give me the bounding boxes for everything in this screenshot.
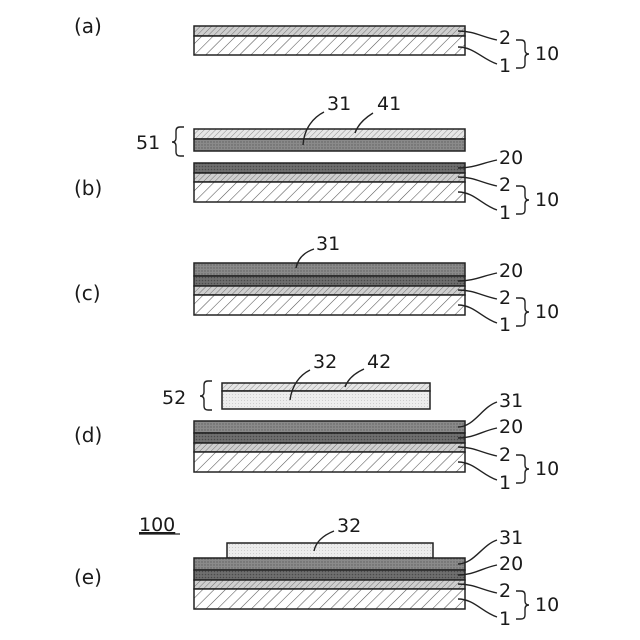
ref-2-a: 2 xyxy=(499,27,511,49)
ref-2-e: 2 xyxy=(499,580,511,602)
ref-2-d: 2 xyxy=(499,444,511,466)
ref-20-b: 20 xyxy=(499,147,523,169)
ref-2-c: 2 xyxy=(499,287,511,309)
ref-31-e: 31 xyxy=(499,527,523,549)
step-e-label: (e) xyxy=(74,565,102,589)
layer-20-d xyxy=(194,433,465,443)
ref-1-a: 1 xyxy=(499,55,511,77)
ref-20-c: 20 xyxy=(499,260,523,282)
layer-2-d xyxy=(194,443,465,452)
ref-1-b: 1 xyxy=(499,202,511,224)
brace-51 xyxy=(172,127,184,156)
layer-32-e xyxy=(227,543,433,558)
ref-42-d: 42 xyxy=(367,351,391,373)
ref-32-d: 32 xyxy=(313,351,337,373)
ref-1-e: 1 xyxy=(499,608,511,630)
brace-10-e xyxy=(516,591,529,619)
step-e: 100 (e) 32 31 20 2 1 10 xyxy=(74,514,559,630)
layer-41-b xyxy=(194,129,465,139)
layer-20-b xyxy=(194,163,465,173)
ref-100: 100 xyxy=(139,514,175,536)
layer-1-b xyxy=(194,182,465,202)
ref-31-b: 31 xyxy=(327,93,351,115)
ref-10-e: 10 xyxy=(535,594,559,616)
ref-51: 51 xyxy=(136,132,160,154)
layer-1-e xyxy=(194,589,465,609)
ref-31-d: 31 xyxy=(499,390,523,412)
step-c-label: (c) xyxy=(74,281,101,305)
layer-20-c xyxy=(194,276,465,286)
layer-1-a xyxy=(194,36,465,55)
ref-10-b: 10 xyxy=(535,189,559,211)
step-d: (d) 52 32 42 31 20 2 1 10 xyxy=(74,351,559,494)
brace-10-c xyxy=(516,298,529,326)
layer-31-c xyxy=(194,263,465,276)
ref-1-c: 1 xyxy=(499,314,511,336)
step-b: (b) 51 31 41 20 2 1 10 xyxy=(74,93,559,224)
step-c: (c) 31 20 2 1 10 xyxy=(74,233,559,336)
layer-31-d xyxy=(194,421,465,433)
ref-41-b: 41 xyxy=(377,93,401,115)
brace-10-a xyxy=(516,40,529,68)
brace-52 xyxy=(200,381,212,410)
layer-20-e xyxy=(194,570,465,580)
layer-1-c xyxy=(194,295,465,315)
layer-2-c xyxy=(194,286,465,295)
layer-2-e xyxy=(194,580,465,589)
brace-10-d xyxy=(516,455,529,483)
step-a: (a) 2 1 10 xyxy=(74,14,559,77)
ref-2-b: 2 xyxy=(499,174,511,196)
ref-10-a: 10 xyxy=(535,43,559,65)
step-a-label: (a) xyxy=(74,14,102,38)
brace-10-b xyxy=(516,186,529,214)
layer-32-d xyxy=(222,391,430,409)
ref-32-e: 32 xyxy=(337,515,361,537)
step-d-label: (d) xyxy=(74,423,102,447)
step-b-label: (b) xyxy=(74,176,102,200)
ref-10-d: 10 xyxy=(535,458,559,480)
ref-31-c: 31 xyxy=(316,233,340,255)
layer-2-a xyxy=(194,26,465,36)
layer-2-b xyxy=(194,173,465,182)
ref-20-e: 20 xyxy=(499,553,523,575)
layer-31-e xyxy=(194,558,465,570)
layer-1-d xyxy=(194,452,465,472)
layer-31-b xyxy=(194,139,465,151)
ref-1-d: 1 xyxy=(499,472,511,494)
ref-20-d: 20 xyxy=(499,416,523,438)
ref-10-c: 10 xyxy=(535,301,559,323)
layer-42-d xyxy=(222,383,430,391)
ref-52: 52 xyxy=(162,387,186,409)
